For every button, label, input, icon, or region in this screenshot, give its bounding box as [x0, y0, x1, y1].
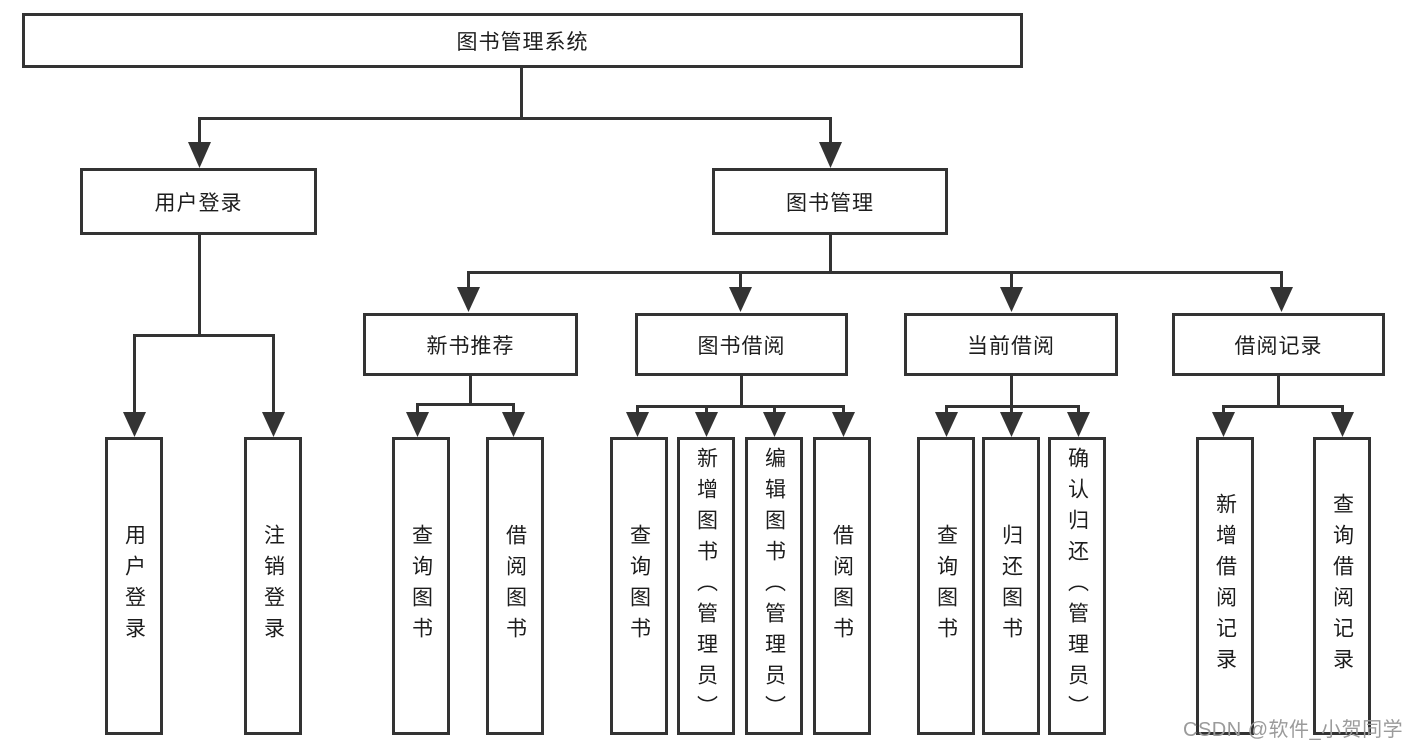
leaf-add-book-admin-label: 新增图书（管理员）: [694, 446, 718, 726]
leaf-add-borrow-record-label: 新增借阅记录: [1213, 493, 1237, 679]
leaf-borrow-books-2: 借阅图书: [813, 437, 871, 735]
leaf-borrow-books-1-label: 借阅图书: [503, 524, 527, 648]
leaf-logout-label: 注销登录: [261, 524, 285, 648]
arrowheads: [123, 142, 1354, 437]
leaf-return-book: 归还图书: [982, 437, 1040, 735]
leaf-user-login-label: 用户登录: [122, 524, 146, 648]
node-borrow-records: 借阅记录: [1172, 313, 1385, 376]
node-user-login-branch: 用户登录: [80, 168, 317, 235]
node-current-borrowing: 当前借阅: [904, 313, 1118, 376]
node-book-borrowing: 图书借阅: [635, 313, 848, 376]
leaf-user-login: 用户登录: [105, 437, 163, 735]
leaf-borrow-books-1: 借阅图书: [486, 437, 544, 735]
leaf-query-books-3: 查询图书: [917, 437, 975, 735]
leaf-query-books-3-label: 查询图书: [934, 524, 958, 648]
leaf-confirm-return-admin: 确认归还（管理员）: [1048, 437, 1106, 735]
connector-paths: [133, 66, 1344, 413]
leaf-query-books-2-label: 查询图书: [627, 524, 651, 648]
leaf-confirm-return-admin-label: 确认归还（管理员）: [1065, 446, 1089, 726]
leaf-query-borrow-record: 查询借阅记录: [1313, 437, 1371, 735]
leaf-borrow-books-2-label: 借阅图书: [830, 524, 854, 648]
leaf-edit-book-admin-label: 编辑图书（管理员）: [762, 446, 786, 726]
leaf-query-books-1-label: 查询图书: [409, 524, 433, 648]
leaf-query-borrow-record-label: 查询借阅记录: [1330, 493, 1354, 679]
leaf-return-book-label: 归还图书: [999, 524, 1023, 648]
node-book-management-branch: 图书管理: [712, 168, 948, 235]
leaf-logout: 注销登录: [244, 437, 302, 735]
node-new-book-recommend: 新书推荐: [363, 313, 578, 376]
leaf-query-books-2: 查询图书: [610, 437, 668, 735]
leaf-query-books-1: 查询图书: [392, 437, 450, 735]
leaf-add-borrow-record: 新增借阅记录: [1196, 437, 1254, 735]
leaf-edit-book-admin: 编辑图书（管理员）: [745, 437, 803, 735]
csdn-watermark: CSDN @软件_小贺同学: [1183, 719, 1404, 741]
node-system-root: 图书管理系统: [22, 13, 1023, 68]
leaf-add-book-admin: 新增图书（管理员）: [677, 437, 735, 735]
